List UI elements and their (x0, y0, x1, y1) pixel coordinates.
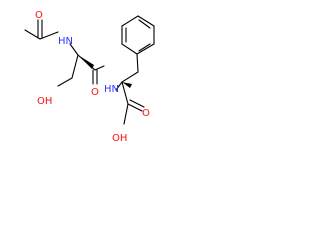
bond-calpha2-cbeta2 (121, 71, 139, 83)
bond-calpha-cbeta (71, 54, 79, 79)
bond-acid-o-1 (127, 103, 143, 112)
acid-o-label: O (142, 108, 150, 119)
stereo-wedge-serine (78, 55, 94, 69)
stereo-wedge-phenylalanine (122, 82, 132, 88)
amide-nh-label-top: HN (58, 36, 73, 47)
hydroxyl-label: OH (37, 96, 52, 107)
bond-cbeta2-ring (136, 53, 139, 73)
bond-acid-o-2 (129, 99, 145, 108)
bond-cbeta-oh (57, 77, 73, 87)
amide-o-label-mid: O (91, 87, 99, 98)
phenyl-ring (121, 15, 155, 55)
bonds (24, 19, 145, 125)
amide-nh-label-mid: HN (104, 84, 119, 95)
bond-calpha2-acid (121, 81, 129, 105)
bond-carbonyl-n (39, 31, 59, 40)
amide-o-label-left: O (35, 10, 43, 21)
bond-acid-oh (123, 103, 129, 125)
structure-diagram: HN O OH O HN O OH (24, 10, 155, 144)
bond-carbonyl-nh (94, 65, 105, 71)
bond-n-calpha (69, 43, 79, 56)
bond-nh-calpha2 (115, 81, 123, 91)
acid-oh-label: OH (112, 133, 127, 144)
